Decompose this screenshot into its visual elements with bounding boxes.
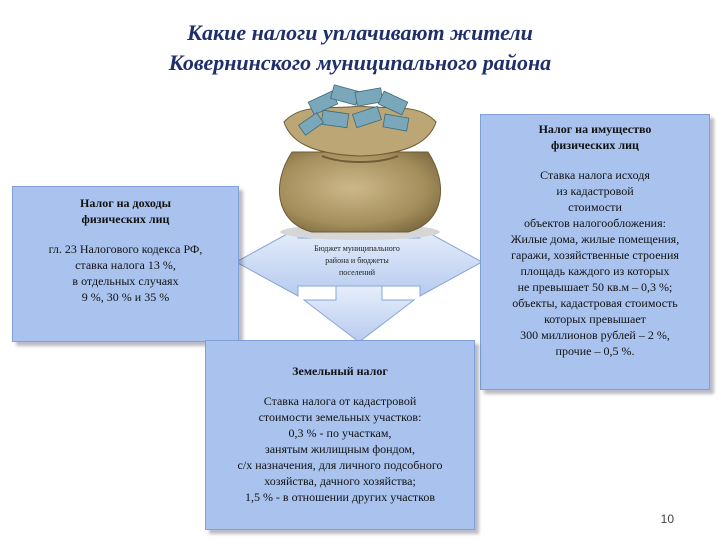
land-tax-line: занятым жилищным фондом, xyxy=(264,442,416,456)
property-tax-line: Жилые дома, жилые помещения, xyxy=(510,232,680,246)
income-tax-body: гл. 23 Налогового кодекса РФ, ставка нал… xyxy=(13,241,238,305)
property-tax-line: из кадастровой xyxy=(556,184,634,198)
slide-title: Какие налоги уплачивают жители Ковернинс… xyxy=(0,18,720,78)
property-tax-heading: Налог на имущество физических лиц xyxy=(481,121,709,153)
budget-label-line-2: района и бюджеты xyxy=(325,256,389,265)
property-tax-heading-line-2: физических лиц xyxy=(551,138,639,152)
property-tax-box: Налог на имущество физических лиц Ставка… xyxy=(480,114,710,390)
land-tax-line: хозяйства, дачного хозяйства; xyxy=(264,474,416,488)
slide-title-line-2: Ковернинского муниципального района xyxy=(168,50,552,75)
property-tax-line: площадь каждого из которых xyxy=(520,264,670,278)
property-tax-body: Ставка налога исходя из кадастровой стои… xyxy=(481,167,709,359)
land-tax-line: 0,3 % - по участкам, xyxy=(288,426,392,440)
page-number: 10 xyxy=(660,512,674,526)
property-tax-line: Ставка налога исходя xyxy=(540,168,650,182)
land-tax-line: с/х назначения, для личного подсобного xyxy=(237,458,443,472)
income-tax-line: ставка налога 13 %, xyxy=(75,258,176,272)
land-tax-heading: Земельный налог xyxy=(292,364,388,378)
income-tax-heading: Налог на доходы физических лиц xyxy=(13,195,238,227)
income-tax-heading-line-1: Налог на доходы xyxy=(80,196,171,210)
property-tax-line: стоимости xyxy=(568,200,622,214)
slide-title-line-1: Какие налоги уплачивают жители xyxy=(187,20,533,45)
land-tax-body: Ставка налога от кадастровой стоимости з… xyxy=(206,393,474,505)
land-tax-line: стоимости земельных участков: xyxy=(258,410,422,424)
property-tax-line: объекты, кадастровая стоимость xyxy=(512,296,678,310)
budget-label: Бюджет муниципального района и бюджеты п… xyxy=(298,243,416,279)
money-bag-icon xyxy=(279,84,441,240)
property-tax-heading-line-1: Налог на имущество xyxy=(538,122,652,136)
property-tax-line: прочие – 0,5 %. xyxy=(555,344,635,358)
property-tax-line: 300 миллионов рублей – 2 %, xyxy=(520,328,670,342)
property-tax-line: гаражи, хозяйственные строения xyxy=(511,248,679,262)
income-tax-line: гл. 23 Налогового кодекса РФ, xyxy=(48,242,203,256)
income-tax-line: 9 %, 30 % и 35 % xyxy=(81,290,170,304)
arrow-down xyxy=(302,285,416,343)
land-tax-box: Земельный налог Ставка налога от кадастр… xyxy=(205,340,475,530)
land-tax-line: 1,5 % - в отношении других участков xyxy=(244,490,436,504)
income-tax-heading-line-2: физических лиц xyxy=(81,212,170,226)
budget-label-line-3: поселений xyxy=(338,268,376,277)
property-tax-line: не превышает 50 кв.м – 0,3 %; xyxy=(517,280,673,294)
budget-label-line-1: Бюджет муниципального xyxy=(314,244,400,253)
property-tax-line: объектов налогообложения: xyxy=(524,216,666,230)
income-tax-box: Налог на доходы физических лиц гл. 23 На… xyxy=(12,186,239,342)
land-tax-line: Ставка налога от кадастровой xyxy=(263,394,417,408)
property-tax-line: которых превышает xyxy=(544,312,646,326)
income-tax-line: в отдельных случаях xyxy=(72,274,179,288)
